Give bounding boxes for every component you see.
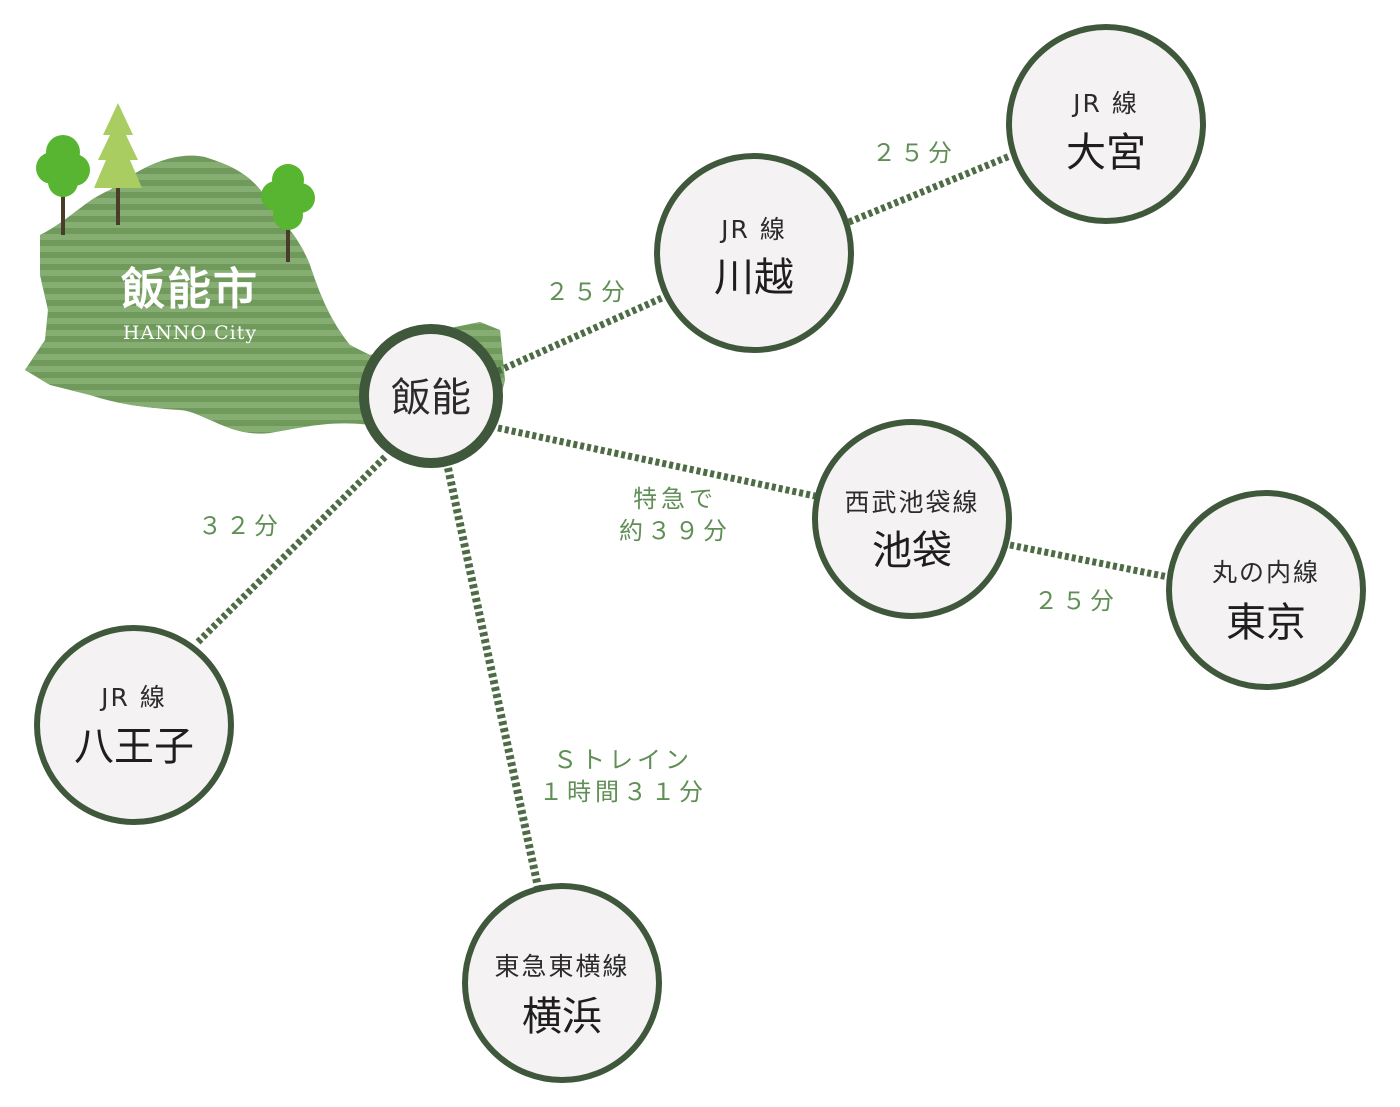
map-stripe (25, 306, 505, 312)
map-stripe (25, 270, 505, 276)
time-label-ikebukuro-tokyo: ２５分 (1034, 587, 1118, 615)
hub-hanno: 飯能 (359, 324, 503, 468)
hub-name: 飯能 (391, 375, 471, 421)
map-stripe (25, 342, 505, 348)
station-circle (1166, 490, 1366, 690)
route-hanno-ikebukuro (497, 424, 816, 500)
station-line: 東急東横線 (494, 952, 629, 981)
route-ikebukuro-tokyo (1009, 541, 1169, 581)
map-stripe (25, 354, 505, 360)
round-tree-icon (261, 164, 315, 262)
city-name: 飯能市 (121, 264, 259, 315)
station-tokyo: 丸の内線 東京 (1166, 490, 1366, 690)
map-stripe (25, 378, 505, 384)
trees (36, 103, 315, 262)
station-circle (654, 153, 854, 353)
station-omiya: JR 線 大宮 (1006, 24, 1206, 224)
time-label-hanno-ikebukuro-line1: 特急で (633, 485, 717, 513)
time-label-kawagoe-omiya: ２５分 (872, 139, 956, 167)
map-stripe (25, 210, 505, 216)
station-kawagoe: JR 線 川越 (654, 153, 854, 353)
map-stripe (25, 234, 505, 240)
station-circle (812, 419, 1012, 619)
station-line: JR 線 (719, 215, 787, 244)
map-stripe (25, 258, 505, 264)
map-stripe (25, 222, 505, 228)
station-circle (1006, 24, 1206, 224)
route-lines (194, 152, 1169, 888)
station-line: JR 線 (1071, 89, 1139, 118)
station-name: 大宮 (1066, 130, 1146, 176)
map-stripe (25, 414, 505, 420)
route-kawagoe-omiya (847, 152, 1012, 226)
route-hanno-kawagoe (496, 294, 664, 375)
route-hanno-yokohama (444, 467, 542, 888)
station-line: 西武池袋線 (844, 488, 979, 517)
station-circle (34, 625, 234, 825)
station-name: 川越 (714, 255, 794, 301)
time-label-hanno-yokohama-line1: Ｓトレイン (553, 746, 693, 774)
station-circle (462, 883, 662, 1083)
time-label-hanno-ikebukuro-line2: 約３９分 (619, 517, 731, 545)
city-name-english: HANNO City (123, 322, 257, 344)
station-hachioji: JR 線 八王子 (34, 625, 234, 825)
station-line: 丸の内線 (1212, 558, 1320, 587)
station-name: 池袋 (872, 528, 952, 574)
map-stripe (25, 318, 505, 324)
map-stripe (25, 390, 505, 396)
hub-circle (359, 324, 503, 468)
map-stripe (25, 366, 505, 372)
map-stripe (25, 426, 505, 432)
time-label-hanno-yokohama-line2: １時間３１分 (539, 778, 707, 806)
station-yokohama: 東急東横線 横浜 (462, 883, 662, 1083)
map-stripe (25, 294, 505, 300)
time-label-hanno-hachioji: ３２分 (198, 512, 282, 540)
time-label-hanno-kawagoe: ２５分 (545, 278, 629, 306)
map-stripe (25, 402, 505, 408)
map-stripe (25, 246, 505, 252)
pine-tree-icon (94, 103, 142, 225)
map-stripe (25, 198, 505, 204)
map-stripe (25, 330, 505, 336)
map-stripe (25, 282, 505, 288)
map-stripe (25, 186, 505, 192)
station-ikebukuro: 西武池袋線 池袋 (812, 419, 1012, 619)
round-tree-icon (36, 135, 90, 235)
station-name: 東京 (1226, 600, 1306, 646)
station-name: 八王子 (74, 724, 194, 770)
route-hanno-hachioji (194, 454, 388, 646)
station-name: 横浜 (522, 994, 602, 1040)
station-line: JR 線 (99, 683, 167, 712)
